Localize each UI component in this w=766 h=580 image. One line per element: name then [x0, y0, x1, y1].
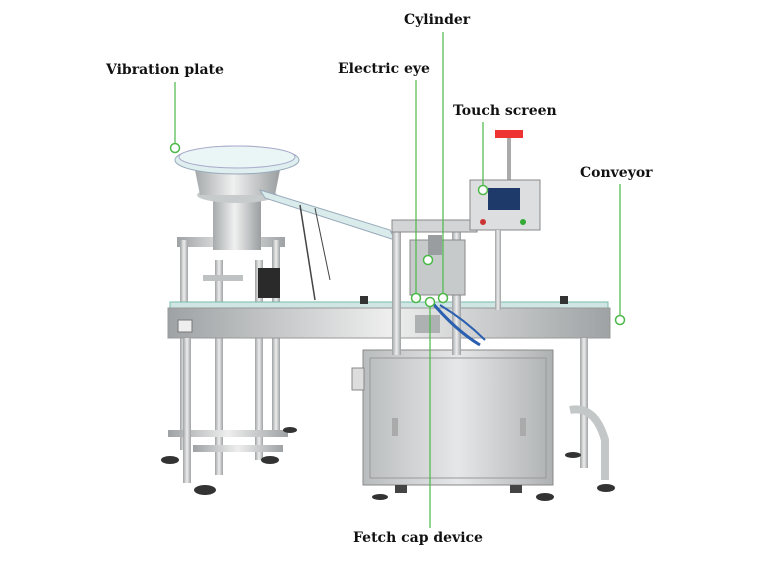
vibration-plate-label: Vibration plate	[106, 62, 224, 78]
touch-screen-label: Touch screen	[453, 103, 557, 119]
conveyor-marker	[614, 314, 626, 326]
cylinder-marker	[437, 292, 449, 304]
fetch-cap-device-marker	[424, 296, 436, 308]
electric-eye-marker	[410, 292, 422, 304]
capping-head	[391, 219, 486, 355]
leader-lines	[174, 32, 621, 528]
vibration-plate-marker	[169, 142, 181, 154]
conveyor-belt	[167, 296, 615, 492]
conveyor-label: Conveyor	[580, 165, 653, 181]
electric-eye-label: Electric eye	[338, 61, 430, 77]
main-cabinet	[351, 349, 554, 501]
vibration-stand	[161, 237, 297, 495]
touch-screen-panel	[469, 130, 541, 310]
leader-markers	[169, 142, 626, 326]
fetch-cap-device-label: Fetch cap device	[353, 530, 483, 546]
cylinder-label: Cylinder	[404, 12, 471, 28]
touch-screen-marker	[477, 184, 489, 196]
vibration-plate-bowl	[174, 145, 396, 301]
cylinder-secondary-marker	[422, 254, 434, 266]
